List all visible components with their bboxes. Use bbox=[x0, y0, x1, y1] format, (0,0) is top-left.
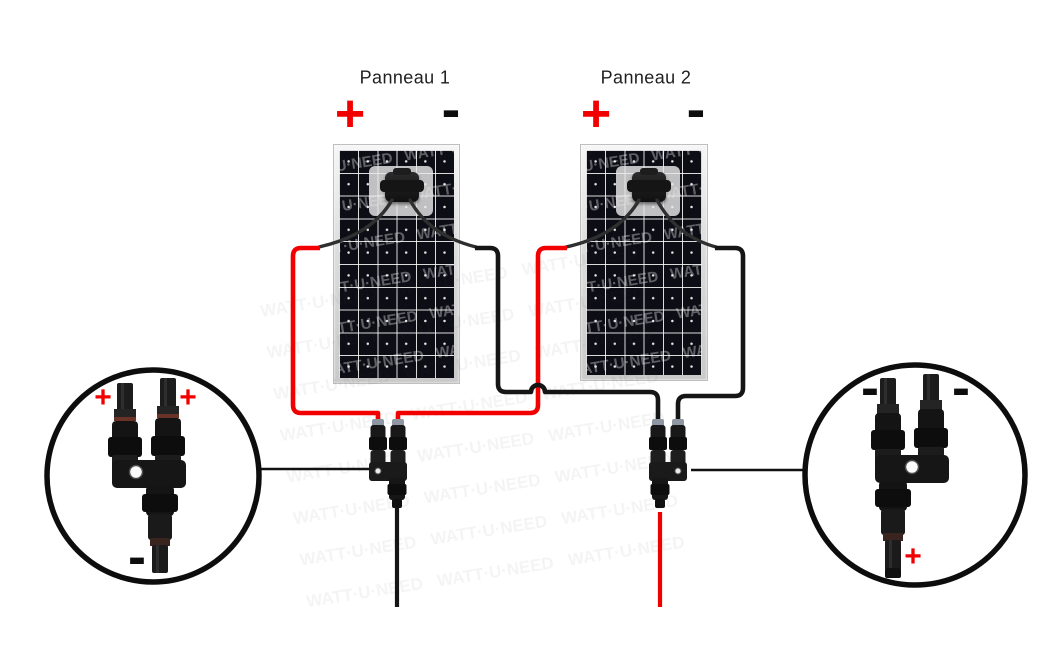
left-inset-connector-photo bbox=[108, 378, 186, 573]
panel-2-junction-box bbox=[627, 168, 671, 202]
y-connector-right-icon bbox=[649, 419, 687, 508]
left-inset-circle bbox=[44, 367, 262, 585]
panel-2-cell-grid: WATT·U·NEED WATT·U·NEED WATT·U·NEED WATT… bbox=[586, 150, 702, 375]
y-connector-left-icon bbox=[369, 419, 407, 508]
right-inset-minus-left-label: - bbox=[861, 358, 879, 418]
positive-red-wires bbox=[290, 245, 567, 430]
left-inset-plus-right-label: + bbox=[179, 381, 197, 414]
panel-1-title: Panneau 1 bbox=[359, 67, 451, 88]
right-inset-plus-label: + bbox=[904, 540, 922, 573]
solar-panel-1-image: WATT·U·NEED WATT·U·NEED WATT·U·NEED WATT… bbox=[333, 144, 460, 384]
left-inset-minus-label: - bbox=[128, 527, 146, 587]
panel-1-cell-grid: WATT·U·NEED WATT·U·NEED WATT·U·NEED WATT… bbox=[339, 150, 454, 378]
right-inset-connector-photo bbox=[871, 374, 949, 578]
left-inset-plus-left-label: + bbox=[94, 381, 112, 414]
panel-2-minus-sign: - bbox=[686, 77, 706, 140]
panel-1-plus-sign: + bbox=[334, 85, 366, 143]
panel-1-minus-sign: - bbox=[441, 77, 461, 140]
panel-2-plus-sign: + bbox=[580, 85, 612, 143]
junction-box-wires bbox=[317, 198, 718, 249]
negative-black-wires bbox=[475, 245, 746, 428]
panel-1-junction-box bbox=[380, 168, 424, 202]
right-inset-minus-right-label: - bbox=[952, 358, 970, 418]
right-inset-circle bbox=[802, 362, 1028, 588]
solar-panel-2-image: WATT·U·NEED WATT·U·NEED WATT·U·NEED WATT… bbox=[580, 144, 708, 381]
panel-2-title: Panneau 2 bbox=[600, 67, 692, 88]
